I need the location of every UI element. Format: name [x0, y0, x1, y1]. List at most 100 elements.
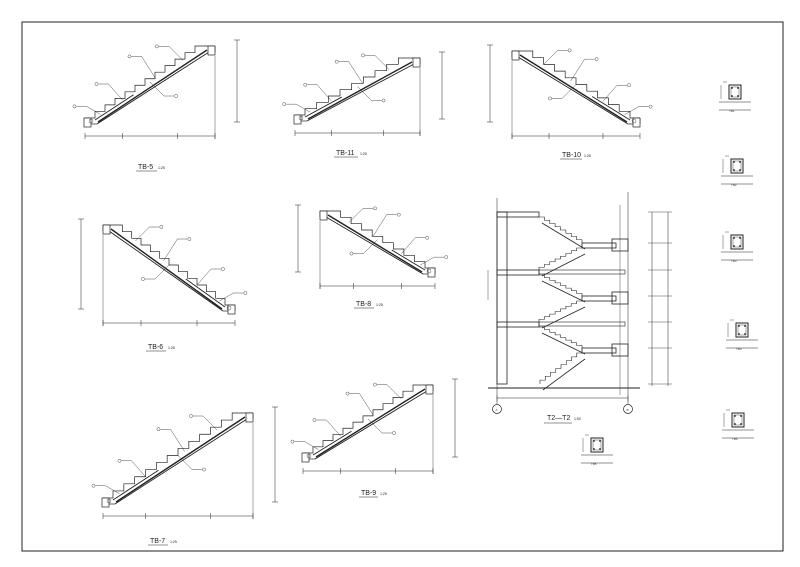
slab-soffit: [517, 56, 629, 125]
callout-bubble: [648, 104, 653, 109]
section-flight: [539, 352, 582, 384]
section-flight: [538, 247, 582, 270]
support-beam: [319, 210, 328, 221]
rebar-dot: [733, 161, 735, 163]
leader-line: [141, 56, 156, 79]
stair-detail-tb5: TB-5 1:25: [72, 39, 240, 172]
beam-section-tb6: TB6: [722, 409, 754, 441]
rebar-dot: [740, 423, 742, 425]
callout-bubble: [72, 104, 77, 109]
flight-soffit: [541, 280, 586, 303]
callout-bubble: [187, 237, 192, 241]
slab-soffit: [306, 63, 415, 122]
leader-line: [163, 238, 178, 262]
rebar-dot: [737, 87, 739, 89]
leader-line: [131, 460, 146, 477]
tb11-scale: 1:25: [360, 152, 367, 156]
leader-line: [202, 415, 218, 431]
floor-slab: [538, 269, 626, 275]
callout-bubble: [221, 267, 225, 271]
callout-bubble: [627, 83, 631, 88]
leader-line: [570, 59, 585, 82]
axis-label-left: A: [496, 408, 498, 412]
callout-bubble: [88, 118, 94, 124]
rebar: [97, 49, 208, 123]
callout-bubble: [106, 498, 112, 504]
rebar: [304, 96, 342, 118]
rebar-dot: [739, 161, 741, 163]
support-beam: [427, 267, 436, 278]
tb8-title: TB-8: [356, 301, 371, 308]
leader-line: [367, 418, 383, 434]
stirrup: [592, 439, 602, 451]
beam-tb1-label: TB1: [729, 109, 735, 113]
landing-slab: [581, 295, 617, 302]
beam-tb4-label: TB4: [736, 347, 742, 351]
tb10-title: TB-10: [562, 152, 581, 159]
rebar-dot: [593, 440, 595, 442]
rebar-dot: [744, 333, 746, 335]
beam-section-tb1: TB1: [719, 81, 751, 113]
leader-line: [602, 85, 618, 102]
support-beam: [101, 497, 110, 508]
rebar-dot: [738, 325, 740, 327]
leader-line: [219, 292, 234, 302]
axis-label-right: B: [627, 408, 629, 412]
callout-bubble: [361, 53, 365, 58]
callout-bubble: [94, 82, 99, 86]
callout-bubble: [594, 57, 599, 61]
flight-soffit: [541, 253, 586, 277]
rebar-dot: [739, 245, 741, 247]
leader-line: [108, 83, 123, 101]
beam-outline: [730, 234, 744, 250]
section-scale: 1:50: [574, 417, 581, 421]
beam-outline: [735, 322, 749, 338]
stair-detail-tb6: TB-6 1:25: [78, 218, 248, 352]
leader-line: [296, 103, 311, 113]
landing-beam: [611, 238, 629, 252]
leader-line: [196, 268, 212, 286]
axis-bubble-right: [623, 404, 633, 414]
leader-line: [386, 384, 402, 399]
rebar: [591, 96, 631, 121]
callout-bubble: [373, 382, 377, 387]
stirrup: [732, 160, 742, 172]
leader-line: [543, 50, 558, 65]
flight-soffit: [541, 222, 586, 250]
flight-soffit: [542, 358, 586, 391]
leader-line: [168, 46, 184, 61]
rebar-dot: [733, 245, 735, 247]
beam-outline: [728, 84, 742, 100]
sheet-border: [21, 21, 784, 552]
tb8-scale: 1:25: [376, 303, 383, 307]
landing-beam: [611, 343, 629, 357]
callout-bubble: [189, 414, 193, 418]
floor-slab: [538, 321, 626, 327]
rebar-dot: [740, 415, 742, 417]
leader-line: [372, 214, 387, 237]
callout-bubble: [156, 427, 161, 432]
support-beam: [293, 114, 302, 125]
support-beam: [83, 117, 92, 128]
tb9-title: TB-9: [361, 490, 376, 497]
beam-section-tb2: TB2: [721, 155, 753, 187]
stair-detail-tb8: TB-8 1:25: [295, 204, 449, 309]
beam-tb5-label: TB5: [591, 462, 597, 466]
callout-bubble: [548, 96, 552, 101]
section-flight: [539, 274, 583, 296]
beam-tb2-label: TB2: [731, 183, 737, 187]
callout-bubble: [426, 268, 432, 274]
callout-bubble: [243, 291, 248, 295]
rebar: [110, 228, 223, 310]
beam-section-tb5: TB5: [581, 434, 613, 466]
beam-section-tb4: TB4: [726, 319, 758, 351]
beam-outline: [731, 412, 745, 428]
tb6-title: TB-6: [148, 344, 163, 351]
leader-line: [105, 485, 120, 494]
callout-bubble: [444, 255, 449, 259]
callout-bubble: [396, 212, 401, 217]
rebar-dot: [744, 325, 746, 327]
rebar: [115, 416, 246, 503]
support-beam: [102, 224, 111, 235]
